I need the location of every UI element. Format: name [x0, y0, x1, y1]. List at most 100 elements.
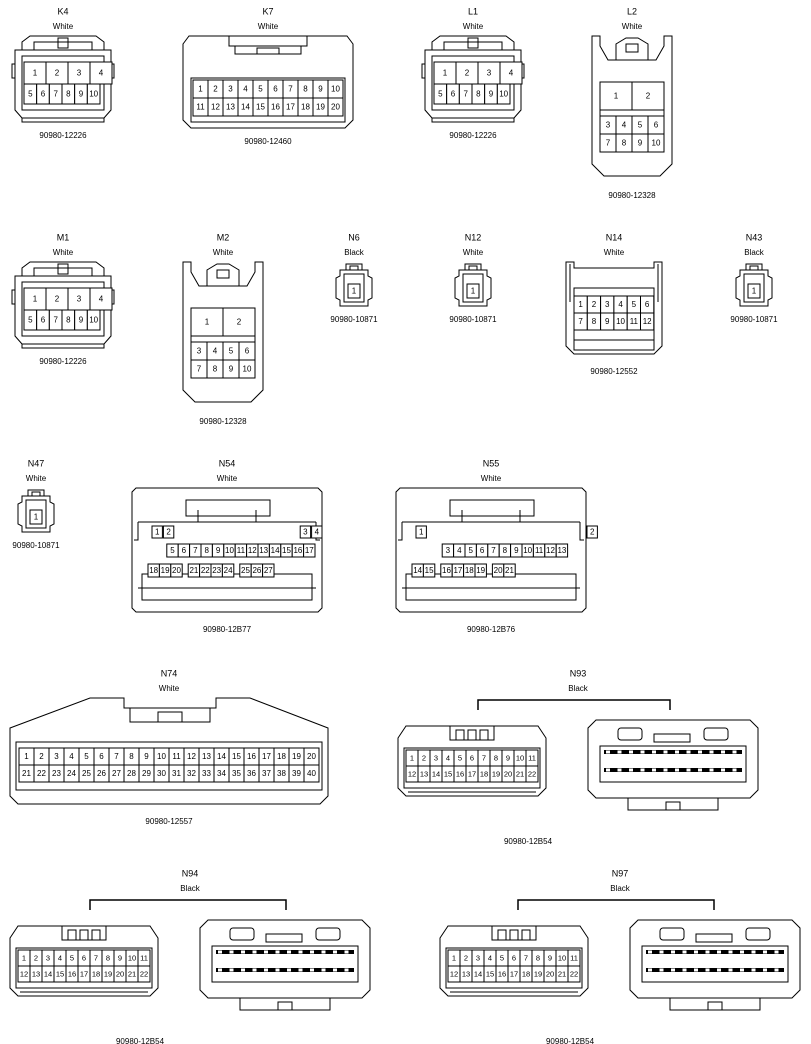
pin-number: 12: [408, 769, 416, 778]
pin-number: 4: [58, 953, 62, 962]
pin-number: 6: [273, 85, 278, 94]
part-number: 90980-12B54: [504, 837, 553, 846]
pin-number: 11: [535, 546, 544, 555]
pin-cell: [327, 97, 344, 117]
pin-number: 12: [450, 969, 458, 978]
pin-number: 36: [247, 769, 256, 778]
connector-name: M1: [57, 232, 70, 242]
pin-number: 7: [53, 90, 58, 99]
pin-number: 10: [243, 365, 252, 374]
pin-number: 28: [127, 769, 136, 778]
pin-number: 18: [522, 969, 530, 978]
pin-cell: [137, 965, 151, 983]
pin-number: 16: [293, 546, 302, 555]
connector-color: White: [26, 474, 47, 483]
pin-number: 18: [480, 769, 488, 778]
pin-number: 3: [446, 546, 451, 555]
part-number: 90980-12328: [608, 191, 656, 200]
pin-number: 1: [419, 528, 424, 537]
pin-cell: [586, 525, 598, 539]
pin-number: 6: [470, 753, 474, 762]
pin-number: 18: [149, 566, 158, 575]
pin-number: 29: [142, 769, 151, 778]
pin-number: 4: [213, 347, 218, 356]
pin-number: 8: [129, 752, 134, 761]
pin-cell: [89, 61, 113, 85]
pin-number: 21: [505, 566, 514, 575]
pin-number: 5: [500, 953, 504, 962]
pin-number: 3: [303, 528, 308, 537]
pin-number: 22: [140, 969, 148, 978]
pin-number: 4: [315, 528, 320, 537]
pin-number: 1: [205, 318, 210, 327]
pin-number: 20: [331, 103, 340, 112]
pin-number: 6: [512, 953, 516, 962]
pin-number: 9: [489, 90, 494, 99]
pin-number: 9: [144, 752, 149, 761]
pin-number: 9: [318, 85, 323, 94]
pin-number: 2: [237, 318, 242, 327]
pin-number: 14: [474, 969, 482, 978]
part-number: 90980-12328: [199, 417, 247, 426]
pin-number: 6: [654, 121, 659, 130]
pin-cell: [262, 563, 275, 578]
pin-number: 10: [516, 753, 524, 762]
pin-number: 6: [645, 300, 650, 309]
pin-number: 7: [94, 953, 98, 962]
pin-number: 2: [55, 69, 60, 78]
pin-number: 8: [476, 90, 481, 99]
pin-number: 1: [752, 287, 757, 296]
pin-number: 7: [114, 752, 119, 761]
pin-number: 6: [182, 546, 187, 555]
pin-number: 2: [464, 953, 468, 962]
pin-number: 9: [514, 546, 519, 555]
pin-number: 26: [97, 769, 106, 778]
pin-number: 7: [197, 365, 202, 374]
pin-number: 5: [632, 300, 637, 309]
pin-number: 13: [259, 546, 268, 555]
pin-number: 1: [614, 92, 619, 101]
pin-number: 15: [425, 566, 434, 575]
pin-number: 15: [256, 103, 265, 112]
pin-cell: [555, 543, 569, 558]
pin-number: 8: [106, 953, 110, 962]
pin-cell: [631, 81, 665, 111]
pin-number: 32: [187, 769, 196, 778]
pin-cell: [162, 525, 175, 539]
pin-number: 5: [70, 953, 74, 962]
pin-cell: [222, 307, 256, 337]
part-number: 90980-12B54: [546, 1037, 595, 1044]
pin-number: 9: [605, 317, 610, 326]
part-number: 90980-12552: [590, 367, 638, 376]
pin-number: 21: [516, 769, 524, 778]
pin-number: 10: [652, 139, 661, 148]
pin-number: 3: [77, 69, 82, 78]
pin-number: 11: [237, 546, 246, 555]
pin-number: 23: [212, 566, 221, 575]
pin-number: 9: [506, 753, 510, 762]
pin-number: 3: [434, 753, 438, 762]
pin-number: 1: [452, 953, 456, 962]
pin-number: 8: [66, 316, 71, 325]
pin-number: 37: [262, 769, 271, 778]
pin-number: 8: [213, 365, 218, 374]
pin-number: 10: [225, 546, 234, 555]
pin-number: 1: [22, 953, 26, 962]
pin-number: 11: [172, 752, 181, 761]
pin-number: 2: [422, 753, 426, 762]
pin-number: 18: [301, 103, 310, 112]
connector-name: N93: [570, 668, 587, 678]
pin-number: 6: [451, 90, 456, 99]
pin-number: 9: [229, 365, 234, 374]
pin-number: 6: [480, 546, 485, 555]
pin-number: 4: [69, 752, 74, 761]
pin-number: 17: [80, 969, 88, 978]
pin-number: 14: [432, 769, 440, 778]
pin-cell: [303, 764, 320, 783]
